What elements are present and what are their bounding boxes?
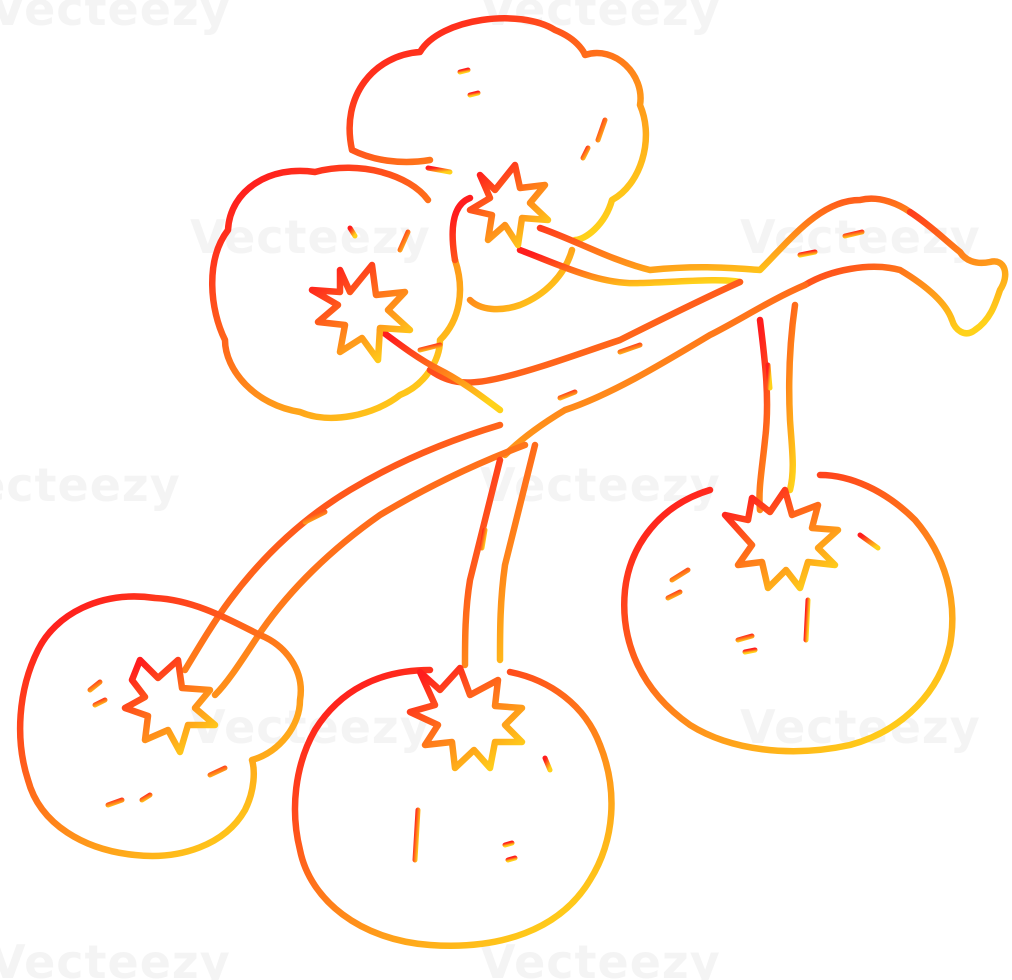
- highlight-dash: [797, 249, 818, 258]
- highlight-dash: [502, 840, 515, 848]
- tomato-right: [621, 471, 956, 755]
- vine-left-branch: [181, 421, 529, 699]
- highlight-dash: [665, 589, 683, 601]
- highlight-dash: [479, 527, 488, 551]
- highlight-dash: [105, 797, 125, 808]
- vine-main-upper: [536, 195, 914, 274]
- vine-right-branch: [756, 301, 799, 514]
- highlight-dash: [425, 165, 453, 175]
- highlight-dash: [617, 342, 643, 355]
- highlight-dash: [467, 90, 481, 98]
- highlight-dash: [417, 342, 443, 353]
- calyx-back-top: [466, 161, 552, 249]
- tomato-middle-left: [209, 164, 464, 422]
- highlight-dash: [669, 567, 691, 583]
- tomato-back-top: [346, 15, 650, 244]
- vine-main-lower: [516, 246, 744, 287]
- highlight-dash: [765, 362, 773, 391]
- highlight-dash: [505, 855, 518, 863]
- highlight-dash: [742, 647, 758, 655]
- highlight-dash: [595, 117, 608, 143]
- highlight-dash: [139, 792, 153, 803]
- calyx-bottom-left: [121, 656, 219, 756]
- tomato-bottom-center: [291, 666, 615, 949]
- highlight-dash: [92, 697, 108, 708]
- highlight-dash: [542, 755, 553, 773]
- vine-middle-branch: [461, 441, 539, 669]
- highlight-dash: [87, 679, 103, 693]
- highlight-dash: [457, 67, 471, 75]
- calyx-bottom-center: [406, 664, 526, 772]
- highlight-dash: [412, 807, 421, 863]
- highlight-dash: [735, 633, 755, 643]
- vine-center: [426, 278, 809, 459]
- highlight-dash: [580, 145, 591, 161]
- highlight-dash: [557, 389, 578, 401]
- highlight-dash: [803, 597, 811, 643]
- highlight-dash: [842, 229, 865, 239]
- highlight-dash: [857, 532, 881, 551]
- vine-tip: [801, 208, 1009, 337]
- highlight-dash: [397, 229, 411, 253]
- tomato-bottom-left: [16, 593, 305, 860]
- highlight-dash: [302, 509, 328, 525]
- calyx-middle-left: [308, 261, 414, 364]
- tomato-back-middle: [449, 194, 576, 313]
- highlight-dash: [347, 225, 358, 239]
- highlight-dash: [207, 765, 228, 778]
- calyx-right: [721, 486, 842, 592]
- vine-connect: [376, 326, 504, 414]
